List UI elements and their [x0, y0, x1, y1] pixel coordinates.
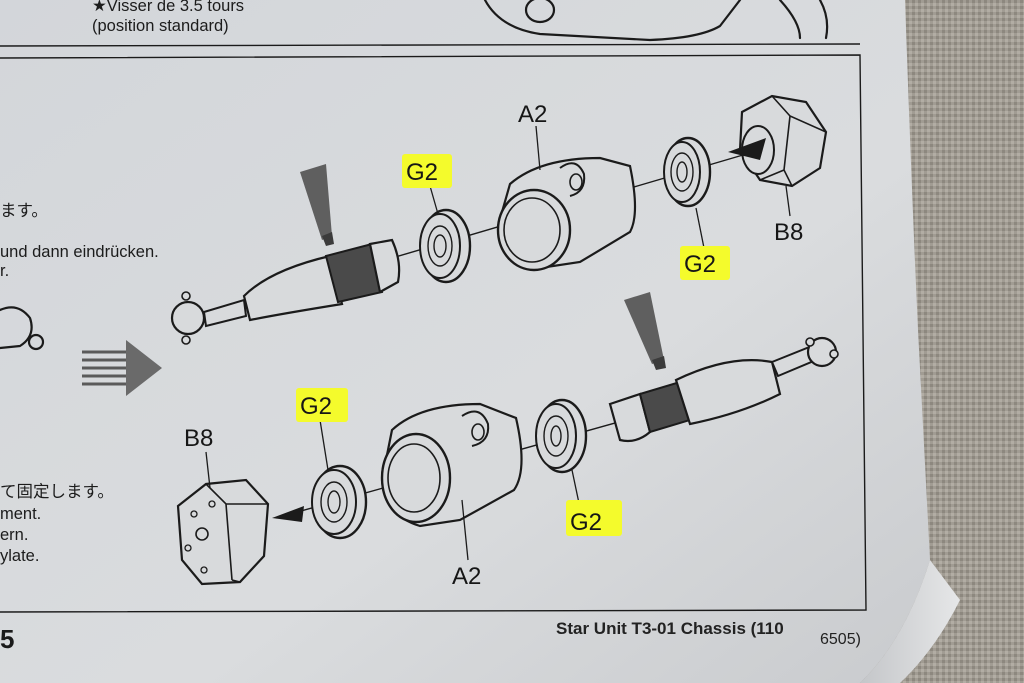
- label-g2-bottom-right: G2: [570, 509, 602, 536]
- label-b8-bottom: B8: [184, 425, 213, 452]
- bottom-a2-housing: [380, 402, 523, 528]
- footer-code: 6505): [820, 631, 861, 648]
- bottom-b8-nut: [176, 478, 304, 586]
- footer-title: Star Unit T3-01 Chassis (110: [556, 619, 784, 638]
- side-text-de: und dann eindrücken.: [0, 243, 159, 261]
- label-a2-top: A2: [518, 101, 547, 128]
- label-g2-top-right: G2: [684, 251, 716, 278]
- label-b8-top: B8: [774, 219, 803, 246]
- top-glue-tube-icon: [300, 164, 334, 246]
- top-a2-housing: [496, 156, 637, 272]
- side-text-jp-top: ます。: [0, 202, 48, 220]
- top-b8-nut: [728, 94, 828, 188]
- top-box-border: [0, 43, 861, 47]
- hatched-arrow-icon: [82, 340, 162, 396]
- bottom-left-bearing: [311, 464, 368, 540]
- top-illustration-fragment: [483, 0, 829, 42]
- bottom-drive-shaft: [608, 336, 839, 443]
- paper-curl: [860, 560, 960, 683]
- bottom-right-bearing: [535, 398, 588, 474]
- joint-icon: [0, 306, 45, 351]
- side-text-r: r.: [0, 262, 9, 280]
- page-number: 5: [0, 624, 14, 654]
- side-text-ment: ment.: [0, 505, 41, 523]
- highlight-g2-top-left: [402, 154, 452, 188]
- top-text-line2: (position standard): [92, 17, 229, 35]
- highlight-g2-bottom-right: [566, 500, 622, 536]
- label-g2-top-left: G2: [406, 159, 438, 186]
- label-g2-bottom-left: G2: [300, 393, 332, 420]
- side-text-jp-bottom: て固定します。: [0, 482, 114, 501]
- side-text-ern: ern.: [0, 526, 28, 544]
- main-box-border: [0, 54, 867, 613]
- side-text-ylate: ylate.: [0, 547, 39, 565]
- top-right-bearing: [663, 136, 712, 208]
- highlight-g2-bottom-left: [296, 388, 348, 422]
- bottom-glue-tube-icon: [624, 292, 666, 370]
- top-left-bearing: [419, 208, 472, 284]
- top-text-line1: ★Visser de 3.5 tours: [92, 0, 244, 15]
- leader-lines: [205, 125, 791, 561]
- top-drive-shaft: [170, 238, 401, 345]
- label-a2-bottom: A2: [452, 563, 481, 590]
- highlight-g2-top-right: [680, 246, 730, 280]
